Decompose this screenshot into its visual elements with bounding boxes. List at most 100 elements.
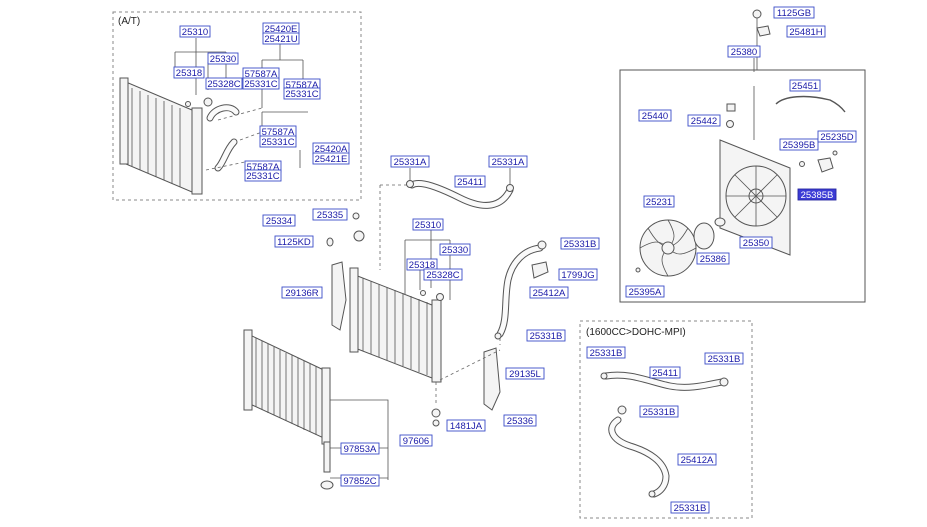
part-label-25395b[interactable]: 25395B: [779, 138, 819, 151]
part-label-25412a[interactable]: 25412A: [529, 286, 569, 299]
part-label-box: [283, 87, 321, 100]
bracket-29135l: [483, 347, 501, 411]
part-label-25331b[interactable]: 25331B: [639, 405, 679, 418]
part-label-box: [262, 32, 300, 45]
part-label-25440[interactable]: 25440: [638, 109, 672, 122]
part-number-text: 1799JG: [561, 270, 594, 281]
grommet-25442: [726, 120, 734, 128]
part-label-25350[interactable]: 25350: [739, 236, 773, 249]
part-label-box: [179, 25, 211, 38]
part-label-25331b[interactable]: 25331B: [670, 501, 710, 514]
part-number-text: 25331A: [492, 157, 525, 168]
part-label-box: [789, 79, 821, 92]
part-label-29135l[interactable]: 29135L: [505, 367, 545, 380]
part-label-25310[interactable]: 25310: [412, 218, 444, 231]
part-label-97852c[interactable]: 97852C: [340, 474, 380, 487]
part-label-1481ja[interactable]: 1481JA: [446, 419, 486, 432]
part-label-25451[interactable]: 25451: [789, 79, 821, 92]
drier-cap: [320, 480, 334, 490]
part-label-1799jg[interactable]: 1799JG: [558, 268, 598, 281]
part-label-25335[interactable]: 25335: [312, 208, 348, 221]
part-label-25328c[interactable]: 25328C: [423, 268, 463, 281]
part-label-25235d[interactable]: 25235D: [817, 130, 857, 143]
part-label-1125kd[interactable]: 1125KD: [274, 235, 314, 248]
part-number-text: 25310: [182, 27, 208, 38]
part-label-25331c[interactable]: 25331C: [242, 77, 280, 90]
part-label-25331c[interactable]: 25331C: [259, 135, 297, 148]
at-leaders-left: [174, 38, 227, 95]
part-label-25310[interactable]: 25310: [179, 25, 211, 38]
part-number-text: 25330: [210, 54, 236, 65]
part-label-25331a[interactable]: 25331A: [488, 155, 528, 168]
part-label-25330[interactable]: 25330: [207, 52, 239, 65]
part-label-25412a[interactable]: 25412A: [677, 453, 717, 466]
part-label-box: [312, 208, 348, 221]
part-label-box: [259, 135, 297, 148]
part-label-25318[interactable]: 25318: [406, 258, 438, 271]
part-label-25481h[interactable]: 25481H: [786, 25, 826, 38]
part-label-25331b[interactable]: 25331B: [560, 237, 600, 250]
part-label-25385b[interactable]: 25385B: [797, 188, 837, 201]
part-number-text: 25331B: [674, 503, 707, 514]
at-section-frame: [112, 11, 362, 201]
part-label-box: [281, 286, 323, 299]
part-label-box: [503, 414, 537, 427]
drain-plug-25335: [352, 212, 360, 220]
part-label-25331a[interactable]: 25331A: [390, 155, 430, 168]
fan-shroud: [719, 139, 791, 256]
mount-25336: [431, 408, 441, 418]
part-label-box: [446, 419, 486, 432]
part-label-29136r[interactable]: 29136R: [281, 286, 323, 299]
part-label-25331b[interactable]: 25331B: [586, 346, 626, 359]
part-label-25336[interactable]: 25336: [503, 414, 537, 427]
part-label-1125gb[interactable]: 1125GB: [773, 6, 815, 19]
part-label-box: [399, 434, 433, 447]
part-label-25331b[interactable]: 25331B: [526, 329, 566, 342]
part-label-box: [779, 138, 819, 151]
part-label-25421e[interactable]: 25421E: [312, 152, 350, 165]
part-number-text: 25331B: [708, 354, 741, 365]
engine-variant-frame: [579, 320, 753, 519]
part-label-25411[interactable]: 25411: [649, 366, 681, 379]
part-label-box: [274, 235, 314, 248]
part-number-text: 25331B: [530, 331, 563, 342]
part-number-text: 57587A: [245, 69, 278, 80]
part-label-25411[interactable]: 25411: [454, 175, 486, 188]
part-label-25331b[interactable]: 25331B: [704, 352, 744, 365]
bolt-1125kd: [326, 237, 334, 247]
part-label-25328c[interactable]: 25328C: [205, 77, 243, 90]
part-label-97853a[interactable]: 97853A: [340, 442, 380, 455]
part-label-box: [340, 474, 380, 487]
engine-variant-note: (1600CC>DOHC-MPI): [586, 327, 686, 338]
part-label-box: [739, 236, 773, 249]
part-number-text: 1125GB: [777, 8, 811, 19]
part-label-box: [173, 66, 205, 79]
part-label-25442[interactable]: 25442: [687, 114, 721, 127]
part-label-box: [677, 453, 717, 466]
part-label-25386[interactable]: 25386: [696, 252, 730, 265]
part-label-25231[interactable]: 25231: [643, 195, 675, 208]
part-label-25421u[interactable]: 25421U: [262, 32, 300, 45]
part-number-text: 25386: [700, 254, 726, 265]
part-label-box: [205, 77, 243, 90]
part-label-25334[interactable]: 25334: [262, 214, 296, 227]
part-label-25395a[interactable]: 25395A: [625, 285, 665, 298]
part-label-25380[interactable]: 25380: [727, 45, 761, 58]
part-label-97606[interactable]: 97606: [399, 434, 433, 447]
part-number-text: 25336: [507, 416, 533, 427]
part-number-text: 25328C: [426, 270, 459, 281]
part-number-text: 25318: [409, 260, 435, 271]
part-label-box: [696, 252, 730, 265]
part-label-25331c[interactable]: 25331C: [283, 87, 321, 100]
part-number-text: 25334: [266, 216, 292, 227]
part-label-box: [244, 169, 282, 182]
part-number-text: 25481H: [789, 27, 822, 38]
part-label-25330[interactable]: 25330: [439, 243, 471, 256]
hose-clip-1799jg: [531, 261, 549, 279]
part-label-25331c[interactable]: 25331C: [244, 169, 282, 182]
bracket-25481h: [756, 25, 771, 37]
fan-blade-25231: [639, 219, 697, 277]
part-label-box: [312, 152, 350, 165]
part-number-text: 29136R: [285, 288, 318, 299]
part-label-25318[interactable]: 25318: [173, 66, 205, 79]
